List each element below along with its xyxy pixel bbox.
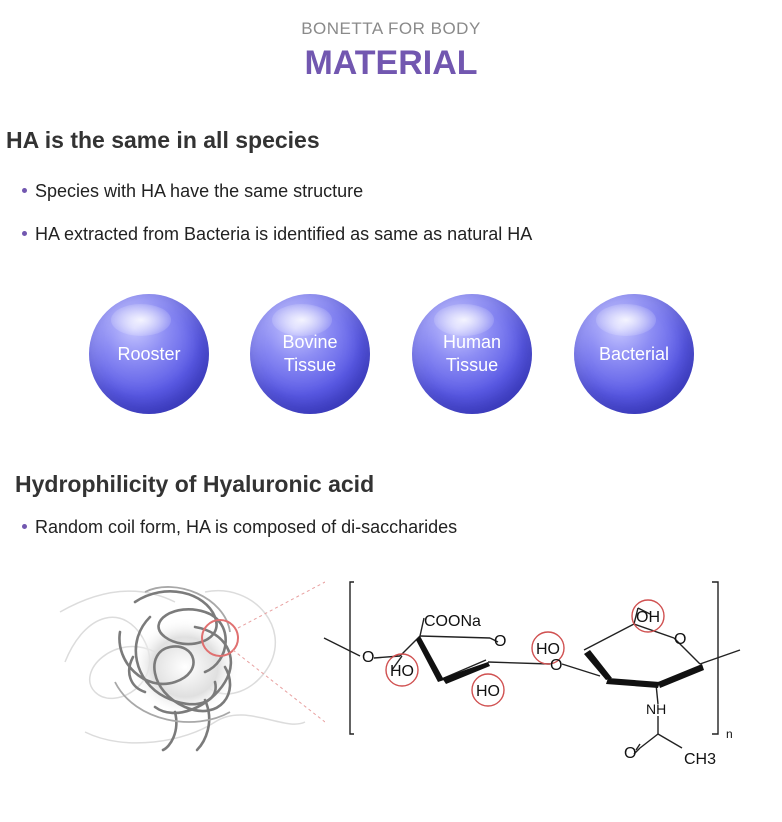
- main-coil: [118, 590, 233, 752]
- bullet-dot: [22, 523, 27, 529]
- zoom-line-bottom: [232, 649, 325, 723]
- nh-label: NH: [646, 701, 666, 717]
- ch3-label: CH3: [684, 751, 716, 768]
- bullet-dot: [22, 187, 27, 193]
- highlight-circles: [385, 599, 665, 707]
- sphere-label: Human Tissue: [442, 332, 502, 375]
- n-subscript-label: n: [726, 727, 733, 741]
- sphere-bovine: Bovine Tissue: [250, 294, 370, 414]
- sphere-label: Bacterial: [598, 343, 670, 364]
- section-title-hydrophilicity: Hydrophilicity of Hyaluronic acid: [15, 471, 375, 497]
- bullet-text: Species with HA have the same structure: [35, 181, 364, 201]
- bullet-item: HA extracted from Bacteria is identified…: [22, 224, 532, 245]
- ho-bottom-label: HO: [476, 683, 500, 700]
- bullet-item: Random coil form, HA is composed of di-s…: [22, 517, 457, 538]
- o-link-left-label: O: [362, 649, 374, 666]
- sphere-gloss: [272, 304, 332, 336]
- o-ring2-label: O: [674, 631, 686, 648]
- o-ring1-label: O: [494, 633, 506, 650]
- zoom-line-top: [237, 581, 325, 629]
- brand-label: BONETTA FOR BODY: [301, 19, 481, 38]
- bullet-dot: [22, 230, 27, 236]
- sphere-gloss: [434, 304, 494, 336]
- section-title-species: HA is the same in all species: [6, 127, 320, 153]
- sphere-bacterial: Bacterial: [574, 294, 694, 414]
- o-link-mid-label: O: [550, 657, 562, 674]
- bracket-left: [349, 581, 354, 735]
- sphere-rooster: Rooster: [89, 294, 209, 414]
- ho-mid-label: HO: [536, 641, 560, 658]
- ho-left-label: HO: [390, 663, 414, 680]
- sphere-human: Human Tissue: [412, 294, 532, 414]
- sphere-label: Rooster: [117, 343, 181, 364]
- bullet-text: Random coil form, HA is composed of di-s…: [35, 517, 458, 537]
- coona-label: COONa: [424, 613, 481, 630]
- wedge-bonds: [416, 636, 704, 688]
- page-title: MATERIAL: [304, 44, 478, 82]
- bullet-item: Species with HA have the same structure: [22, 181, 363, 202]
- bullet-text: HA extracted from Bacteria is identified…: [35, 224, 533, 244]
- o-carbonyl-label: O: [624, 745, 636, 762]
- sphere-gloss: [111, 304, 171, 336]
- random-coil-illustration: [59, 581, 325, 752]
- oh-label: OH: [636, 609, 660, 626]
- sphere-gloss: [596, 304, 656, 336]
- sphere-label: Bovine Tissue: [282, 332, 338, 375]
- highlight-circle: [201, 619, 239, 657]
- disaccharide-structure: COONa OH HO HO HO O O O O NH O CH3 n: [323, 581, 741, 768]
